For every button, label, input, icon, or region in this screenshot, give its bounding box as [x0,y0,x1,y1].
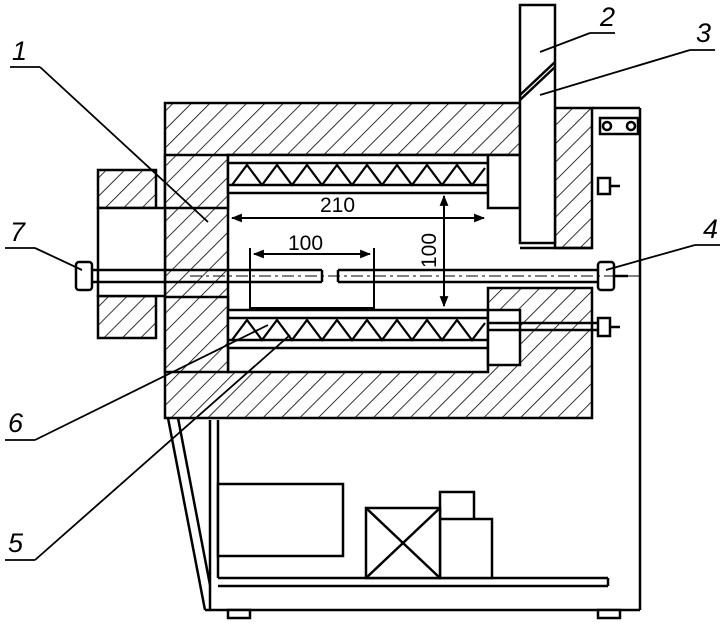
exhaust-chimney [518,3,557,245]
leader-1 [10,66,209,223]
callout-1: 1 [12,36,27,66]
callout-6: 6 [8,408,24,438]
leader-6 [5,324,269,441]
front-door-upper [163,153,230,210]
control-unit [216,482,345,558]
callout-4: 4 [703,214,718,244]
leader-3 [539,49,715,96]
insulation-upper-right [553,106,594,250]
callout-5: 5 [8,528,24,558]
chamber-rear-plate-low [486,308,522,367]
chamber-rear-plate [486,153,522,210]
callout-2: 2 [599,2,615,32]
dimension-100-horizontal [249,248,375,310]
leader-2 [539,32,615,53]
sample-rod [74,260,324,292]
transformer-body [438,517,494,580]
heater-coil-top [226,153,490,195]
leader-7 [5,247,83,271]
flange-lower [96,294,158,340]
flange-upper [96,168,158,210]
leader-5 [5,334,291,561]
side-terminal [596,116,640,196]
transformer-small [438,490,476,524]
lower-thermocouple [488,316,620,338]
transformer-cross-icon [364,506,442,580]
callout-7: 7 [10,217,26,247]
dim-text-100-horizontal: 100 [288,232,323,255]
heater-coil-bottom [226,308,490,350]
dim-text-210: 210 [320,194,355,217]
callout-3: 3 [696,18,711,48]
dim-text-100-vertical: 100 [418,233,441,268]
leader-4 [605,244,720,271]
